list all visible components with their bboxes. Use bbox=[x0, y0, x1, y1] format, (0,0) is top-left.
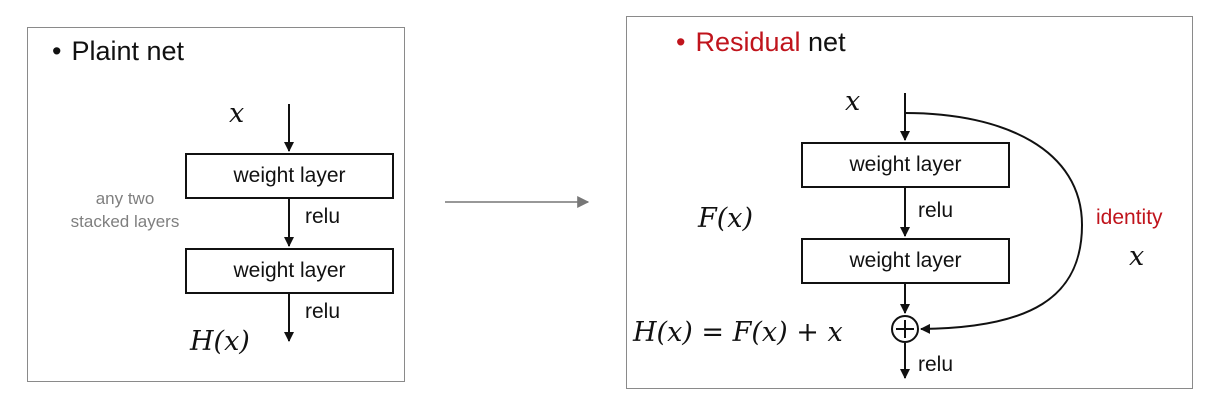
plain-relu-2: relu bbox=[305, 300, 341, 323]
plain-net-heading: • Plaint net bbox=[52, 38, 184, 65]
identity-x: x bbox=[1129, 241, 1145, 272]
weight-layer-label: weight layer bbox=[233, 259, 346, 282]
plain-net-panel bbox=[27, 27, 405, 382]
plain-output-hx: H(x) bbox=[190, 326, 250, 357]
weight-layer-label: weight layer bbox=[849, 249, 962, 272]
residual-weight-layer-1: weight layer bbox=[801, 142, 1010, 188]
residual-net-heading: • Residual net bbox=[676, 29, 846, 56]
weight-layer-label: weight layer bbox=[849, 153, 962, 176]
residual-relu-1: relu bbox=[918, 199, 954, 222]
stacked-layers-note: any two stacked layers bbox=[62, 188, 188, 234]
stacked-layers-note-line1: any two bbox=[95, 189, 155, 208]
residual-title-accent: Residual bbox=[695, 27, 801, 57]
residual-function-fx: F(x) bbox=[698, 203, 754, 234]
plain-input-x: x bbox=[229, 98, 245, 129]
stacked-layers-note-line2: stacked layers bbox=[70, 211, 180, 231]
residual-relu-out: relu bbox=[918, 353, 954, 376]
residual-title-rest: net bbox=[808, 27, 846, 57]
bullet: • bbox=[676, 27, 686, 57]
weight-layer-label: weight layer bbox=[233, 164, 346, 187]
residual-equation: H(x) = F(x) + x bbox=[633, 317, 843, 348]
residual-input-x: x bbox=[845, 86, 861, 117]
plain-net-title: Plaint net bbox=[71, 36, 185, 66]
plain-relu-1: relu bbox=[305, 205, 341, 228]
identity-label: identity bbox=[1096, 206, 1163, 229]
plain-weight-layer-2: weight layer bbox=[185, 248, 394, 294]
bullet: • bbox=[52, 36, 62, 66]
residual-weight-layer-2: weight layer bbox=[801, 238, 1010, 284]
plain-weight-layer-1: weight layer bbox=[185, 153, 394, 199]
